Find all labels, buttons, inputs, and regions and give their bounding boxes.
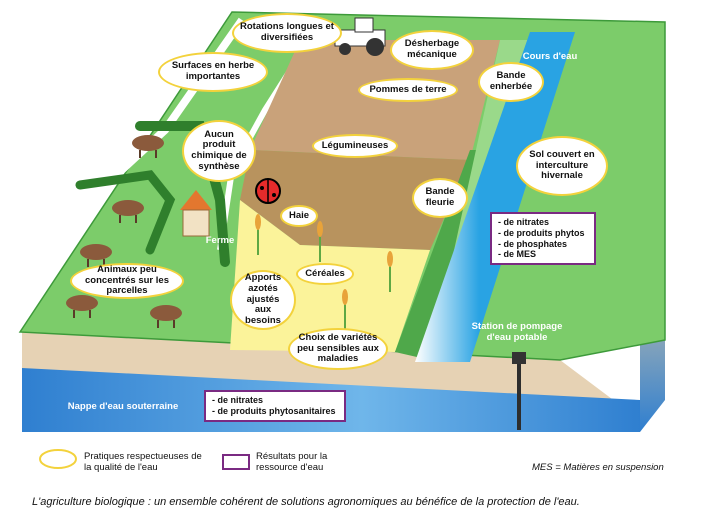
result-item: - de produits phytos <box>498 227 585 238</box>
label-nappe: Nappe d'eau souterraine <box>67 401 179 412</box>
label-aucun-produit: Aucun produit chimique de synthèse <box>182 120 256 182</box>
label-apports-azotes: Apports azotés ajustés aux besoins <box>230 270 296 330</box>
cow-icon <box>150 305 182 328</box>
label-station-pompage: Station de pompage d'eau potable <box>471 321 563 343</box>
result-item: - de phosphates <box>498 238 568 249</box>
river <box>415 32 575 362</box>
label-desherbage: Désherbage mécanique <box>390 30 474 70</box>
result-item: - de MES <box>498 249 537 260</box>
label-sol-couvert: Sol couvert en interculture hivernale <box>516 136 608 196</box>
wheat-icon <box>317 221 323 262</box>
cow-icon <box>132 135 164 158</box>
result-item: - de nitrates <box>212 395 264 405</box>
potato-field <box>250 40 500 160</box>
pump-icon <box>512 352 526 430</box>
results-groundwater: - de nitrates - de produits phytosanitai… <box>204 390 346 422</box>
label-animaux: Animaux peu concentrés sur les parcelles <box>70 263 184 299</box>
cow-icon <box>112 200 144 223</box>
label-bande-fleurie: Bande fleurie <box>412 178 468 218</box>
ladybug-icon <box>255 178 281 204</box>
label-rotations: Rotations longues et diversifiées <box>232 13 342 53</box>
legend-results: Résultats pour la ressource d'eau <box>256 451 328 474</box>
wheat-icon <box>255 214 261 255</box>
hedge-row-left <box>75 170 176 255</box>
farmhouse-icon <box>180 190 212 237</box>
figure-caption: L'agriculture biologique : un ensemble c… <box>32 496 580 508</box>
label-cereales: Céréales <box>296 263 354 285</box>
legend-box-swatch <box>222 454 250 470</box>
results-surface-water: - de nitrates - de produits phytos - de … <box>490 212 596 266</box>
wheat-icon <box>387 251 393 292</box>
result-item: - de produits phytosanitaires <box>212 405 336 416</box>
label-choix-varietes: Choix de variétés peu sensibles aux mala… <box>288 328 388 370</box>
label-ferme: Ferme <box>205 235 235 246</box>
label-haie: Haie <box>280 205 318 227</box>
cow-icon <box>66 295 98 318</box>
label-pommes-de-terre: Pommes de terre <box>358 78 458 102</box>
label-legumineuses: Légumineuses <box>312 134 398 158</box>
result-item: - de nitrates <box>498 217 550 227</box>
label-cours-eau: Cours d'eau <box>522 51 578 62</box>
label-surfaces-herbe: Surfaces en herbe importantes <box>158 52 268 92</box>
wheat-icon <box>342 289 348 330</box>
legend-oval-swatch <box>39 449 77 469</box>
legend-practices: Pratiques respectueuses de la qualité de… <box>84 451 202 474</box>
label-bande-enherbee: Bande enherbée <box>478 62 544 102</box>
legend-mes-note: MES = Matières en suspension <box>532 462 664 473</box>
